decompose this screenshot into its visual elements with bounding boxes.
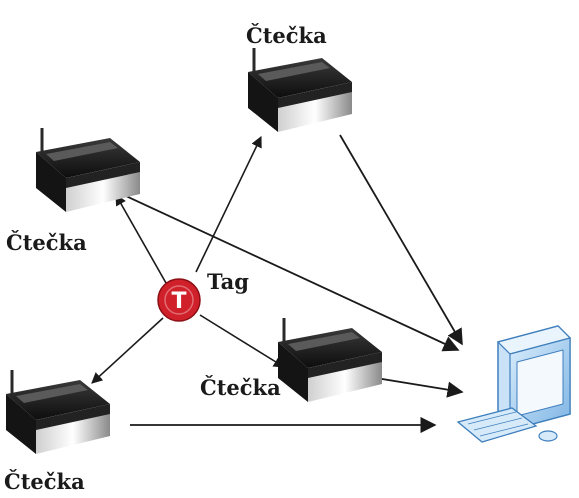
- reader-left-icon: [36, 128, 140, 212]
- tag-badge-letter: T: [171, 289, 186, 314]
- reader-bottom-label: Čtečka: [4, 469, 85, 494]
- reader-to-computer-arrows: [125, 134, 464, 434]
- reader-top-label: Čtečka: [246, 23, 327, 48]
- arrow-reader-top-to-computer: [339, 134, 463, 346]
- reader-top-icon: [248, 48, 352, 132]
- tag-icon: T: [157, 278, 201, 322]
- tag-label: Tag: [207, 269, 249, 294]
- reader-middle-icon: [278, 318, 382, 402]
- arrow-reader-left-to-computer: [125, 195, 460, 352]
- reader-left-label: Čtečka: [6, 230, 87, 255]
- computer-icon: [456, 325, 572, 443]
- reader-middle-label: Čtečka: [200, 375, 281, 400]
- arrow-reader-middle-to-computer: [375, 377, 464, 398]
- arrow-tag-to-reader-middle: [199, 314, 285, 368]
- arrow-tag-to-reader-top: [195, 135, 262, 273]
- tag-to-reader-arrows: [91, 135, 285, 384]
- arrow-tag-to-reader-bottom: [91, 317, 164, 384]
- arrow-tag-to-reader-left: [115, 194, 167, 284]
- reader-bottom-icon: [6, 370, 110, 454]
